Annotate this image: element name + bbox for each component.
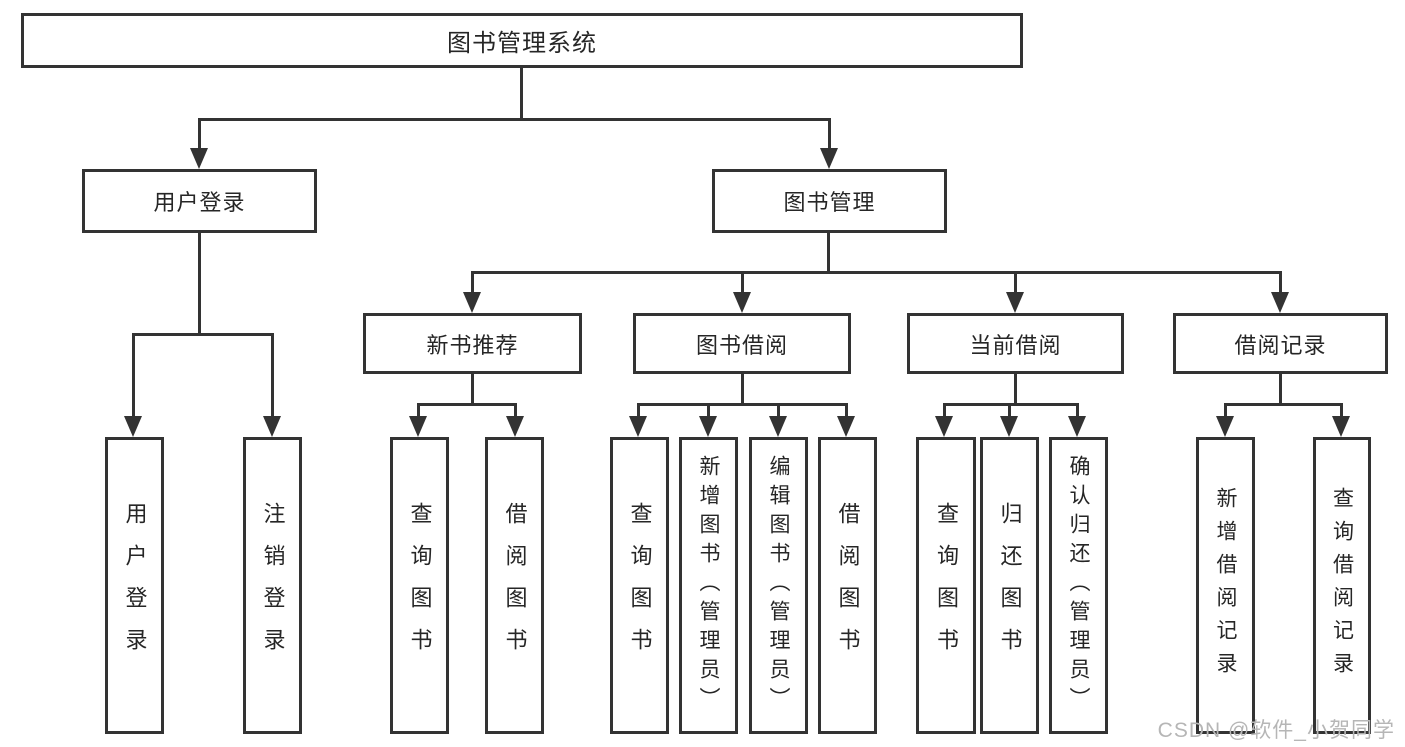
leaf-query-current-borrow: 查询图书 xyxy=(916,437,976,734)
leaf-query-book: 查询图书 xyxy=(610,437,669,734)
leaf-query-borrow-record: 查询借阅记录 xyxy=(1313,437,1371,734)
leaf-user-login: 用户登录 xyxy=(105,437,164,734)
node-label: 图书借阅 xyxy=(695,332,788,358)
leaf-borrow-book: 借阅图书 xyxy=(818,437,877,734)
connector-leaf-stem xyxy=(637,403,640,416)
leaf-label: 归还图书 xyxy=(997,501,1023,670)
leaf-label: 查询借阅记录 xyxy=(1330,486,1354,685)
connector-leaf-stem xyxy=(417,403,420,416)
node-library-management-system: 图书管理系统 xyxy=(21,13,1023,68)
leaf-label: 新增借阅记录 xyxy=(1214,486,1237,685)
leaf-label: 借阅图书 xyxy=(835,501,861,670)
connector-leaf-stem xyxy=(1008,403,1011,416)
leaf-confirm-return-admin: 确认归还（管理员） xyxy=(1049,437,1108,734)
arrowhead-down-icon xyxy=(1271,292,1289,313)
connector-leaf-stem xyxy=(1224,403,1227,416)
connector-current-borrow-stem xyxy=(1014,271,1017,294)
node-current-borrow: 当前借阅 xyxy=(907,313,1124,374)
arrowhead-down-icon xyxy=(124,416,142,437)
node-borrow-record: 借阅记录 xyxy=(1173,313,1388,374)
leaf-return-book: 归还图书 xyxy=(980,437,1039,734)
node-new-book-recommend: 新书推荐 xyxy=(363,313,582,374)
connector-leaf-stem xyxy=(943,403,946,416)
connector-book-mgmt-stem xyxy=(828,118,831,150)
arrowhead-down-icon xyxy=(629,416,647,437)
connector-leaf-stem xyxy=(707,403,710,416)
connector-book-borrow-down xyxy=(741,374,744,406)
node-label: 借阅记录 xyxy=(1234,332,1327,358)
connector-user-login-hline xyxy=(132,333,274,336)
arrowhead-down-icon xyxy=(506,416,524,437)
leaf-label: 注销登录 xyxy=(260,501,286,670)
connector-level3-hline xyxy=(471,271,1282,274)
csdn-watermark: CSDN @软件_小贺同学 xyxy=(1157,719,1395,742)
connector-current-borrow-down xyxy=(1014,374,1017,406)
node-label: 用户登录 xyxy=(153,190,246,215)
connector-book-borrow-stem xyxy=(741,271,744,294)
leaf-label: 查询图书 xyxy=(407,501,433,670)
connector-new-book-hline xyxy=(417,403,517,406)
arrowhead-down-icon xyxy=(463,292,481,313)
connector-new-book-stem xyxy=(471,271,474,294)
leaf-add-borrow-record: 新增借阅记录 xyxy=(1196,437,1255,734)
arrowhead-down-icon xyxy=(263,416,281,437)
leaf-query-book-recommend: 查询图书 xyxy=(390,437,449,734)
connector-root-stem xyxy=(520,68,523,120)
connector-leaf-stem xyxy=(132,333,135,416)
node-user-login: 用户登录 xyxy=(82,169,317,233)
node-label: 图书管理 xyxy=(783,190,876,215)
arrowhead-down-icon xyxy=(1068,416,1086,437)
connector-borrow-record-stem xyxy=(1279,271,1282,294)
node-label: 新书推荐 xyxy=(426,332,519,358)
connector-current-borrow-hline xyxy=(943,403,1079,406)
connector-leaf-stem xyxy=(845,403,848,416)
leaf-label: 用户登录 xyxy=(122,501,148,670)
arrowhead-down-icon xyxy=(837,416,855,437)
connector-leaf-stem xyxy=(514,403,517,416)
arrowhead-down-icon xyxy=(1006,292,1024,313)
connector-user-login-down xyxy=(198,233,201,336)
connector-borrow-record-down xyxy=(1279,374,1282,406)
arrowhead-down-icon xyxy=(1000,416,1018,437)
connector-leaf-stem xyxy=(1076,403,1079,416)
connector-borrow-record-hline xyxy=(1224,403,1343,406)
connector-book-borrow-hline xyxy=(637,403,847,406)
leaf-label: 新增图书（管理员） xyxy=(697,455,720,716)
node-label: 图书管理系统 xyxy=(447,30,597,57)
arrowhead-down-icon xyxy=(935,416,953,437)
arrowhead-down-icon xyxy=(1216,416,1234,437)
leaf-label: 编辑图书（管理员） xyxy=(767,455,790,716)
arrowhead-down-icon xyxy=(733,292,751,313)
leaf-borrow-book-recommend: 借阅图书 xyxy=(485,437,544,734)
node-book-borrow: 图书借阅 xyxy=(633,313,851,374)
leaf-label: 借阅图书 xyxy=(502,501,528,670)
leaf-edit-book-admin: 编辑图书（管理员） xyxy=(749,437,808,734)
arrowhead-down-icon xyxy=(699,416,717,437)
leaf-label: 查询图书 xyxy=(934,501,959,670)
leaf-label: 确认归还（管理员） xyxy=(1067,455,1090,716)
arrowhead-down-icon xyxy=(409,416,427,437)
arrowhead-down-icon xyxy=(820,148,838,169)
connector-user-login-stem xyxy=(198,118,201,150)
arrowhead-down-icon xyxy=(1332,416,1350,437)
connector-leaf-stem xyxy=(271,333,274,416)
node-label: 当前借阅 xyxy=(969,332,1062,358)
arrowhead-down-icon xyxy=(769,416,787,437)
leaf-logout: 注销登录 xyxy=(243,437,302,734)
connector-new-book-down xyxy=(471,374,474,406)
arrowhead-down-icon xyxy=(190,148,208,169)
connector-root-hline xyxy=(198,118,831,121)
connector-leaf-stem xyxy=(1340,403,1343,416)
node-book-management: 图书管理 xyxy=(712,169,947,233)
leaf-add-book-admin: 新增图书（管理员） xyxy=(679,437,738,734)
connector-book-mgmt-down xyxy=(827,233,830,274)
connector-leaf-stem xyxy=(777,403,780,416)
leaf-label: 查询图书 xyxy=(627,501,653,670)
